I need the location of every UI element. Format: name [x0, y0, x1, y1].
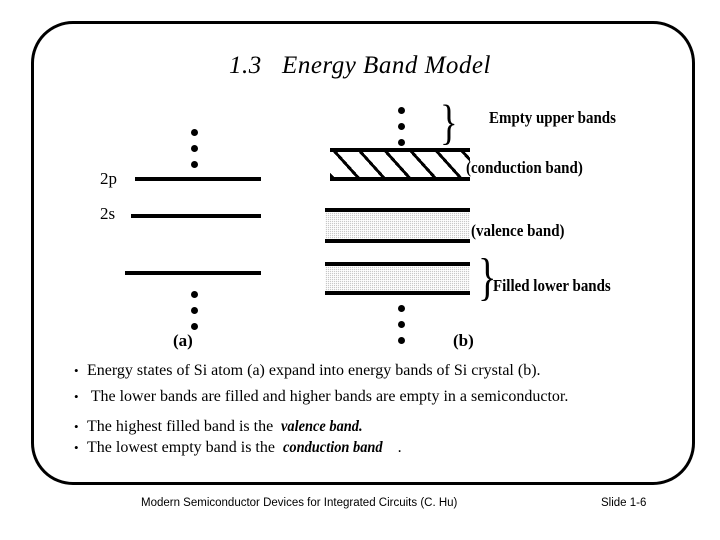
- list-item: • The lowest empty band is the conductio…: [74, 439, 674, 457]
- bullet-emphasis-conduction-band: conduction band: [282, 439, 383, 456]
- panel-a-caption: (a): [173, 331, 193, 350]
- level-2s-label: 2s: [100, 204, 116, 223]
- bullet-marker-icon: •: [74, 389, 79, 404]
- bullet-marker-icon: •: [74, 440, 79, 455]
- panel-a-bottom-dots: [191, 291, 199, 330]
- valence-band-label: (valence band): [471, 221, 565, 240]
- panel-b-bottom-dots: [398, 305, 406, 344]
- level-2p-label: 2p: [100, 169, 117, 188]
- bullet-text-4: The lowest empty band is the: [87, 439, 283, 456]
- level-2s-line: [131, 214, 261, 218]
- footer-slide-number: Slide 1-6: [601, 497, 647, 509]
- bullet-emphasis-valence-band: valence band.: [281, 418, 363, 435]
- footer-book-title: Modern Semiconductor Devices for Integra…: [141, 497, 458, 509]
- bullet-text-2: The lower bands are filled and higher ba…: [87, 388, 569, 405]
- bullet-text-3: The highest filled band is the: [87, 418, 282, 435]
- conduction-band: [330, 148, 470, 181]
- panel-a-top-dots: [191, 129, 199, 168]
- filled-lower-bands-label: Filled lower bands: [493, 276, 611, 295]
- slide-border: [31, 21, 695, 485]
- empty-upper-bands-label: Empty upper bands: [489, 108, 616, 127]
- filled-lower-bands-brace: }: [478, 248, 497, 307]
- conduction-band-label: (conduction band): [466, 158, 583, 177]
- level-lower-line: [125, 271, 261, 275]
- page-title: 1.3 Energy Band Model: [229, 52, 491, 79]
- bullet-list: • Energy states of Si atom (a) expand in…: [74, 362, 674, 457]
- list-item: • The highest filled band is the valence…: [74, 418, 674, 436]
- list-item: • The lower bands are filled and higher …: [74, 388, 674, 406]
- panel-b-caption: (b): [453, 331, 474, 350]
- level-2p-line: [135, 177, 261, 181]
- list-item: • Energy states of Si atom (a) expand in…: [74, 362, 674, 380]
- bullet-text-1: Energy states of Si atom (a) expand into…: [87, 362, 541, 379]
- valence-band: [325, 208, 470, 243]
- bullet-marker-icon: •: [74, 363, 79, 378]
- bullet-tail-4: .: [393, 439, 402, 456]
- panel-b-top-dots: [398, 107, 406, 146]
- bullet-marker-icon: •: [74, 419, 79, 434]
- empty-upper-bands-brace: }: [440, 95, 458, 150]
- filled-lower-band: [325, 262, 470, 295]
